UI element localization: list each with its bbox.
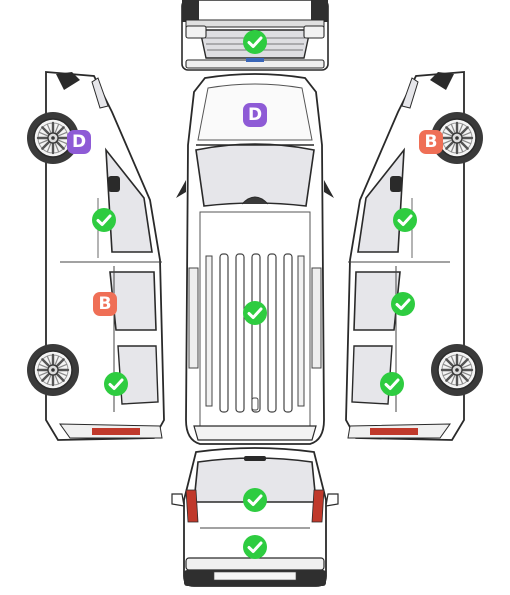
damage-badge-d-hood[interactable]: D bbox=[243, 103, 267, 127]
front-view bbox=[181, 0, 329, 71]
badge-code: B bbox=[424, 131, 438, 152]
left-side-view bbox=[25, 71, 165, 441]
check-circle-icon[interactable] bbox=[104, 372, 128, 396]
check-circle-icon[interactable] bbox=[243, 30, 267, 54]
check-circle-icon[interactable] bbox=[391, 292, 415, 316]
check-circle-icon[interactable] bbox=[243, 301, 267, 325]
badge-code: B bbox=[98, 293, 112, 314]
roof-view bbox=[176, 73, 334, 445]
check-circle-icon[interactable] bbox=[243, 535, 267, 559]
damage-badge-b-left-side[interactable]: B bbox=[93, 292, 117, 316]
badge-code: D bbox=[247, 104, 263, 125]
badge-code: D bbox=[71, 131, 87, 152]
rear-view bbox=[171, 447, 339, 587]
check-circle-icon[interactable] bbox=[393, 208, 417, 232]
damage-badge-d-left-wheel[interactable]: D bbox=[67, 130, 91, 154]
damage-badge-b-right-wheel[interactable]: B bbox=[419, 130, 443, 154]
check-circle-icon[interactable] bbox=[243, 488, 267, 512]
right-side-view bbox=[345, 71, 485, 441]
check-circle-icon[interactable] bbox=[380, 372, 404, 396]
check-circle-icon[interactable] bbox=[92, 208, 116, 232]
